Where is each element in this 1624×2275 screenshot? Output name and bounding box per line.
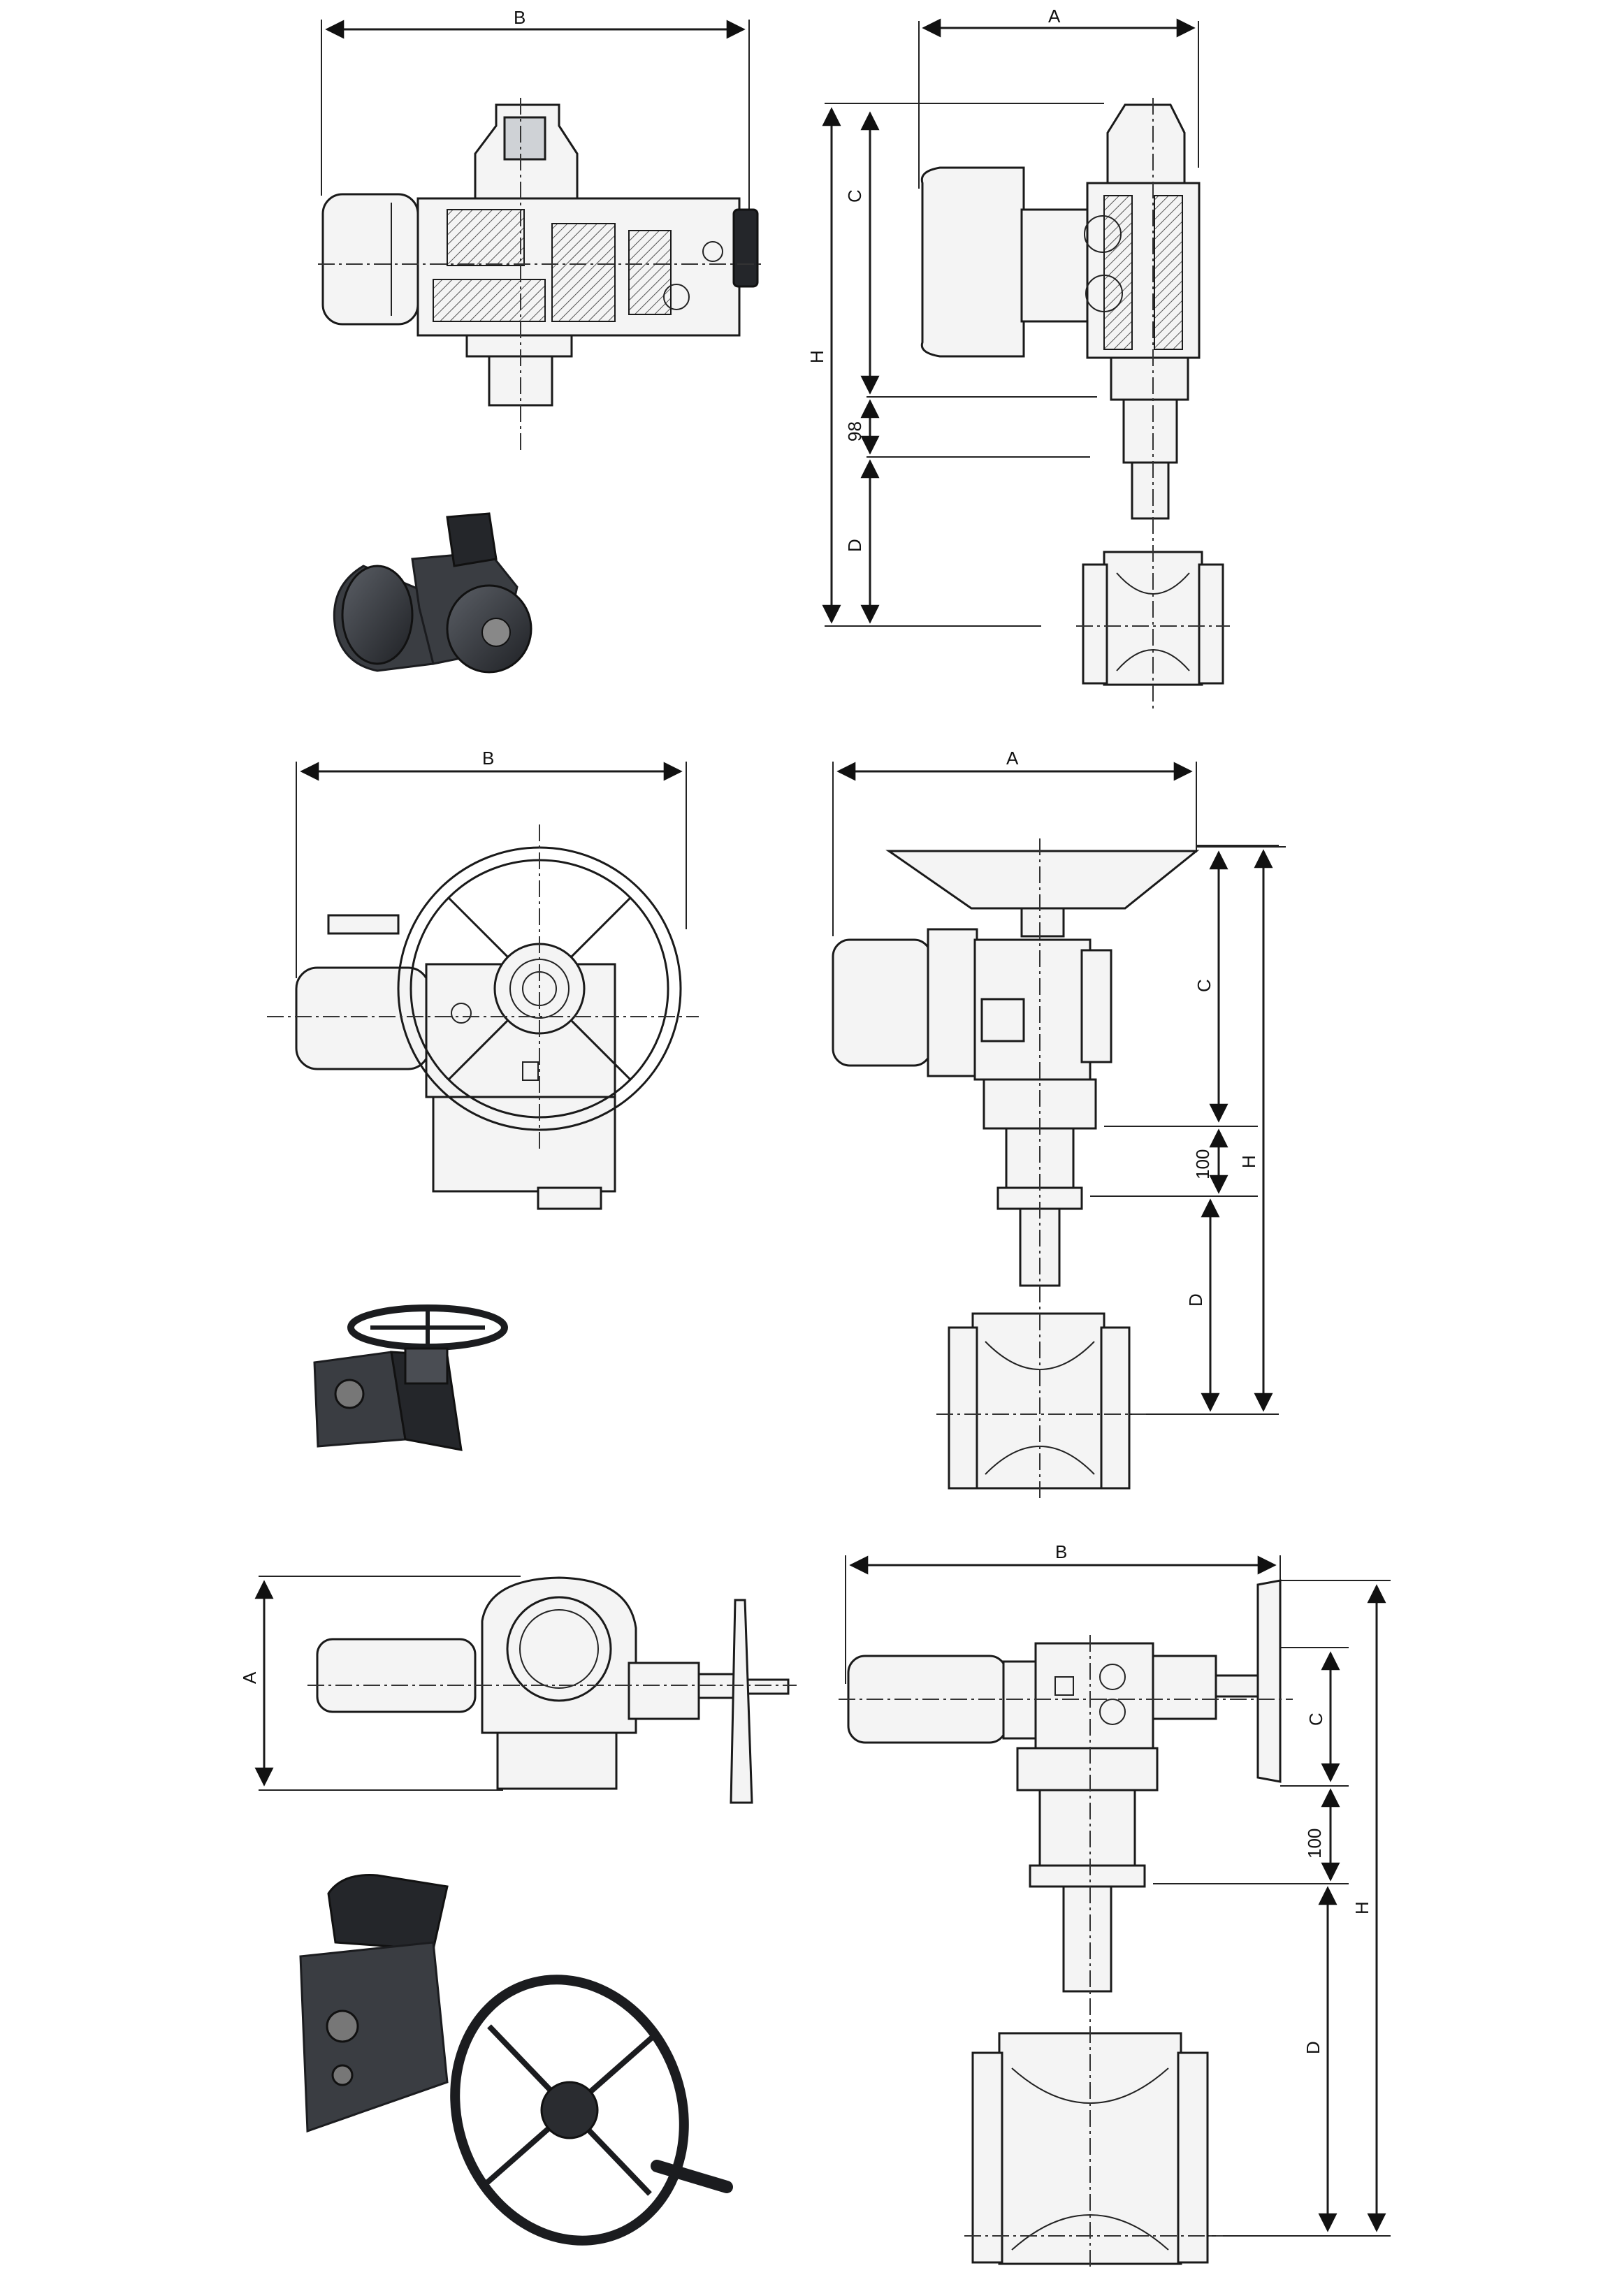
fig1-dim-a-label: A (1048, 6, 1061, 27)
fig2-dim-h-label: H (1238, 1155, 1259, 1168)
fig1-end-cap (732, 208, 759, 288)
fig3-dim-c-label: C (1305, 1713, 1326, 1726)
fig1-dim-d-label: D (844, 539, 865, 552)
fig2-dim-d-label: D (1185, 1293, 1206, 1307)
fig1-dim-b-label: B (514, 7, 525, 28)
fig1-dim-98-label: 98 (844, 421, 865, 442)
fig2-plan-view: B (267, 748, 699, 1210)
fig2-dim-c-label: C (1194, 979, 1215, 992)
fig1-motor (321, 193, 419, 326)
fig3-side-housing (1034, 1642, 1154, 1750)
fig2-side-handwheel (885, 850, 1200, 910)
fig3-render-handwheel (450, 1975, 689, 2246)
fig3-render-motor (327, 1874, 449, 1951)
fig3-housing (481, 1576, 637, 1734)
fig2-valve-body (971, 1312, 1105, 1490)
fig2-lower-housing (432, 1096, 616, 1193)
fig2-side-view: A C 100 H D (832, 748, 1286, 1502)
fig3-render (299, 1874, 733, 2246)
fig2-dim-a-label: A (1006, 748, 1019, 769)
fig2-render (313, 1304, 508, 1451)
fig1-render-top (446, 512, 498, 567)
fig2-side-motor (832, 938, 932, 1067)
fig1-render (333, 512, 532, 674)
fig1-side-view: A H C 98 D (806, 6, 1230, 713)
fig1-dim-h-label: H (806, 350, 827, 363)
fig3-handwheel (730, 1599, 753, 1804)
fig3-plan-view: A (239, 1576, 797, 1804)
fig3-dim-100-label: 100 (1304, 1829, 1325, 1859)
fig1-side-handwheel-cover (920, 166, 1025, 358)
fig3-render-body (299, 1941, 449, 2133)
fig2-motor (295, 966, 430, 1070)
fig3-motor (316, 1638, 477, 1713)
fig3-side-handwheel (1256, 1579, 1282, 1783)
fig3-dim-b-label: B (1055, 1541, 1067, 1562)
fig3-dim-d-label: D (1303, 2041, 1324, 2054)
fig1-plan-view: B (318, 7, 762, 454)
fig1-dim-c-label: C (844, 189, 865, 203)
fig3-side-view: B C 100 H D (839, 1541, 1391, 2271)
fig2-dim-b-label: B (482, 748, 494, 769)
fig2-dim-100-label: 100 (1192, 1149, 1213, 1179)
fig3-dim-h-label: H (1351, 1901, 1372, 1914)
fig3-dim-a-label: A (239, 1671, 260, 1684)
